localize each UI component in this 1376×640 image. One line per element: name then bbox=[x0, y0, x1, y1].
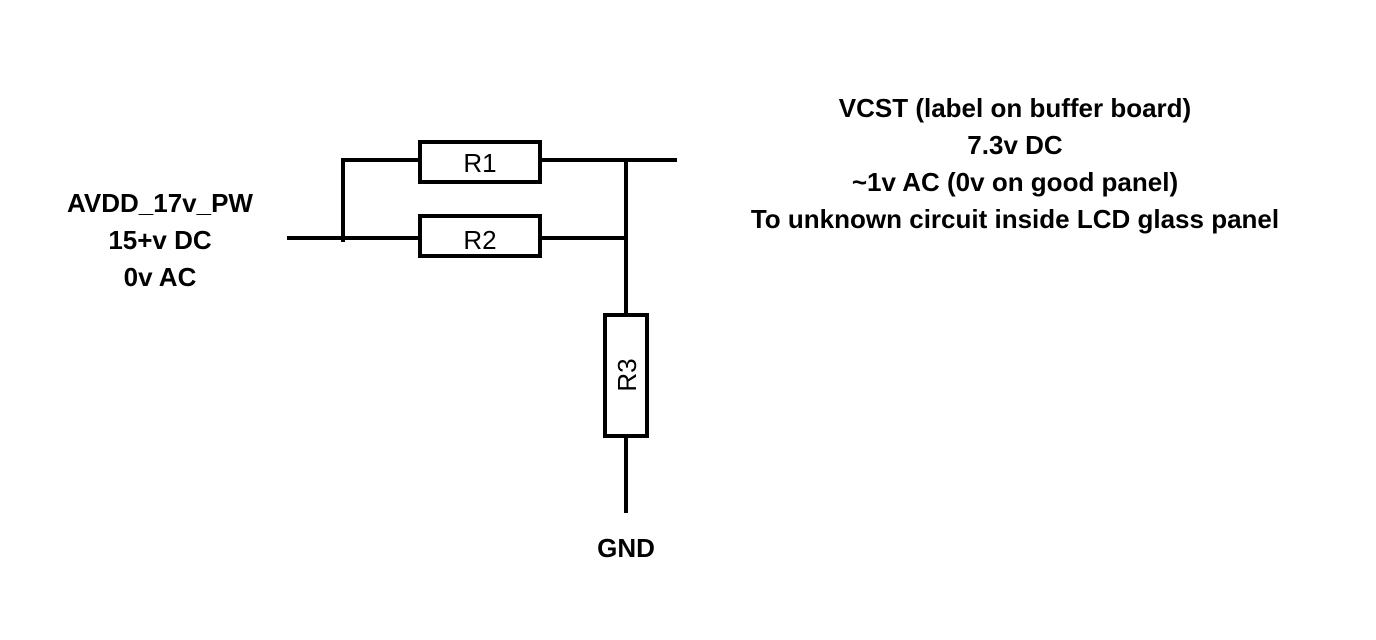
r1-label: R1 bbox=[463, 148, 496, 178]
input-label-line: AVDD_17v_PW bbox=[67, 188, 253, 218]
output-label-line: ~1v AC (0v on good panel) bbox=[851, 167, 1179, 197]
input-label: AVDD_17v_PW 15+v DC 0v AC bbox=[40, 185, 280, 296]
output-label-line: 7.3v DC bbox=[967, 130, 1063, 160]
output-label-line: VCST (label on buffer board) bbox=[838, 93, 1192, 123]
input-label-line: 15+v DC bbox=[108, 225, 212, 255]
output-label: VCST (label on buffer board) 7.3v DC ~1v… bbox=[700, 90, 1330, 238]
input-label-line: 0v AC bbox=[123, 262, 197, 292]
ground-label: GND bbox=[597, 533, 655, 563]
r3-label: R3 bbox=[612, 358, 642, 391]
output-label-line: To unknown circuit inside LCD glass pane… bbox=[750, 204, 1280, 234]
r2-label: R2 bbox=[463, 225, 496, 255]
